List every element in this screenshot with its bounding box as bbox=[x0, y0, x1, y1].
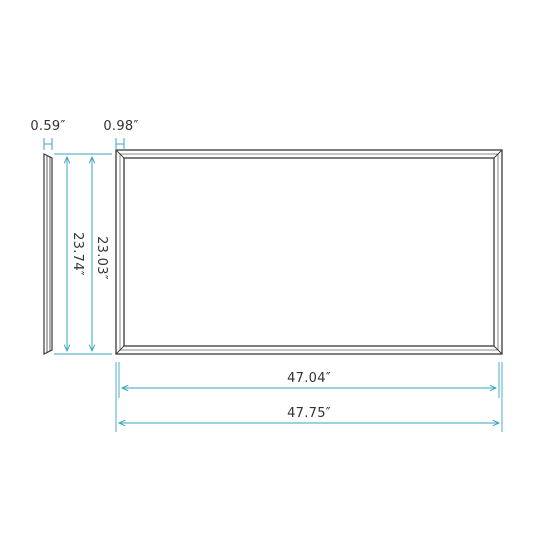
frame-width-dimension: 0.98″ bbox=[103, 119, 138, 150]
front-panel-view bbox=[115, 149, 503, 355]
inner-width-dimension: 47.04″ bbox=[118, 362, 500, 398]
inner-height-label: 23.03″ bbox=[94, 236, 109, 280]
height-extension-lines bbox=[54, 153, 112, 355]
frame-width-label: 0.98″ bbox=[103, 119, 138, 134]
outer-width-label: 47.75″ bbox=[287, 406, 331, 421]
outer-width-dimension: 47.75″ bbox=[115, 362, 503, 432]
side-height-label: 23.74″ bbox=[70, 232, 85, 276]
inner-height-dimension: 23.03″ bbox=[92, 157, 109, 351]
side-profile-view bbox=[43, 153, 53, 355]
side-thickness-label: 0.59″ bbox=[30, 119, 65, 134]
inner-width-label: 47.04″ bbox=[287, 371, 331, 386]
side-thickness-dimension: 0.59″ bbox=[30, 119, 65, 150]
side-height-dimension: 23.74″ bbox=[67, 157, 85, 351]
